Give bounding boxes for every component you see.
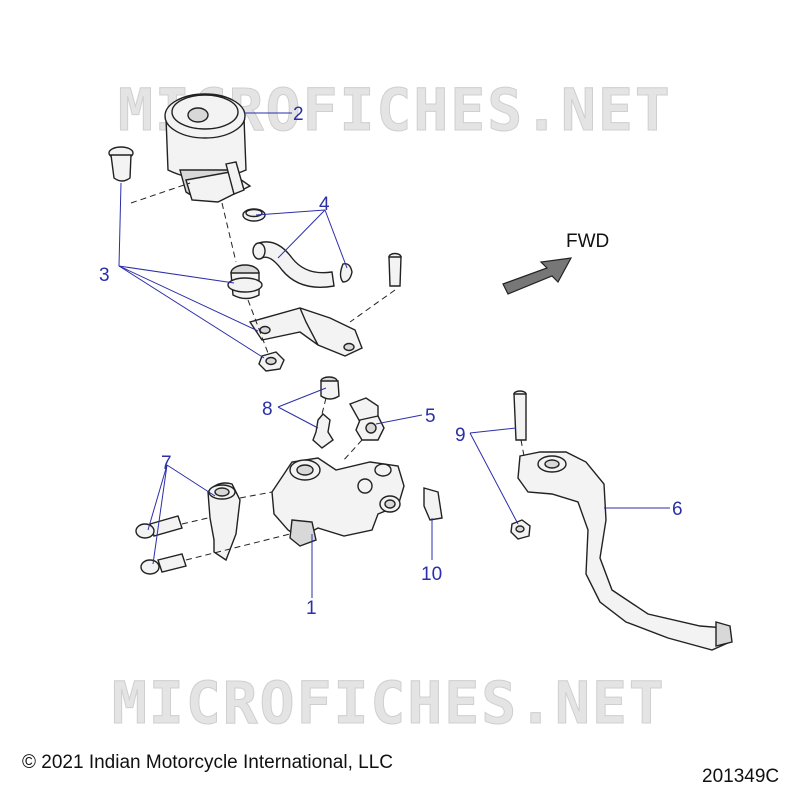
assembly-line-banjo: [341, 439, 363, 463]
handlebar-clamp-part: [207, 482, 241, 562]
callout-5: 5: [425, 406, 436, 427]
reservoir-screw-part: [108, 146, 134, 182]
callout-2: 2: [293, 104, 304, 125]
reservoir-part: [164, 93, 252, 203]
pivot-nut-part: [510, 519, 531, 540]
leader-lines: [118, 112, 670, 598]
assembly-line-clamp-body: [239, 491, 273, 499]
callout-8: 8: [262, 399, 273, 420]
bracket-nut-part: [258, 351, 285, 372]
assembly-line-screw: [130, 182, 191, 204]
assembly-line-bolt-upper: [181, 517, 209, 525]
forward-label: FWD: [566, 231, 609, 252]
assembly-line-reservoir-grommet: [221, 202, 237, 263]
callout-10: 10: [421, 564, 442, 585]
hose-clamp-upper-part: [242, 208, 266, 222]
callout-4: 4: [319, 194, 330, 215]
forward-arrow-icon: [502, 257, 573, 295]
copyright-notice: © 2021 Indian Motorcycle International, …: [22, 752, 393, 773]
mounting-bracket-part: [248, 307, 363, 357]
hose-clamp-lower-part: [339, 262, 353, 283]
assembly-line-bolt-bracket: [349, 289, 396, 323]
callout-7: 7: [161, 453, 172, 474]
pivot-bolt-part: [513, 390, 527, 441]
clamp-bolt-lower-part: [140, 553, 187, 575]
assembly-line-cap: [321, 397, 327, 415]
callout-6: 6: [672, 499, 683, 520]
bleeder-cap-part: [320, 376, 340, 400]
dust-boot-part: [423, 487, 443, 521]
grommet-part: [227, 264, 263, 300]
reservoir-hose-part: [252, 241, 335, 288]
assembly-line-bolt-lower: [185, 533, 291, 561]
bracket-bolt-part: [388, 252, 402, 287]
document-number: 201349C: [702, 766, 779, 787]
brake-lever-part: [517, 451, 733, 651]
banjo-fitting-part: [348, 397, 385, 441]
assembly-line-pivot: [520, 439, 525, 457]
master-cylinder-part: [271, 457, 405, 547]
bleeder-valve-part: [312, 413, 334, 449]
callout-9: 9: [455, 425, 466, 446]
callout-3: 3: [99, 265, 110, 286]
callout-1: 1: [306, 598, 317, 619]
watermark-bottom: MICROFICHES.NET: [112, 669, 666, 737]
